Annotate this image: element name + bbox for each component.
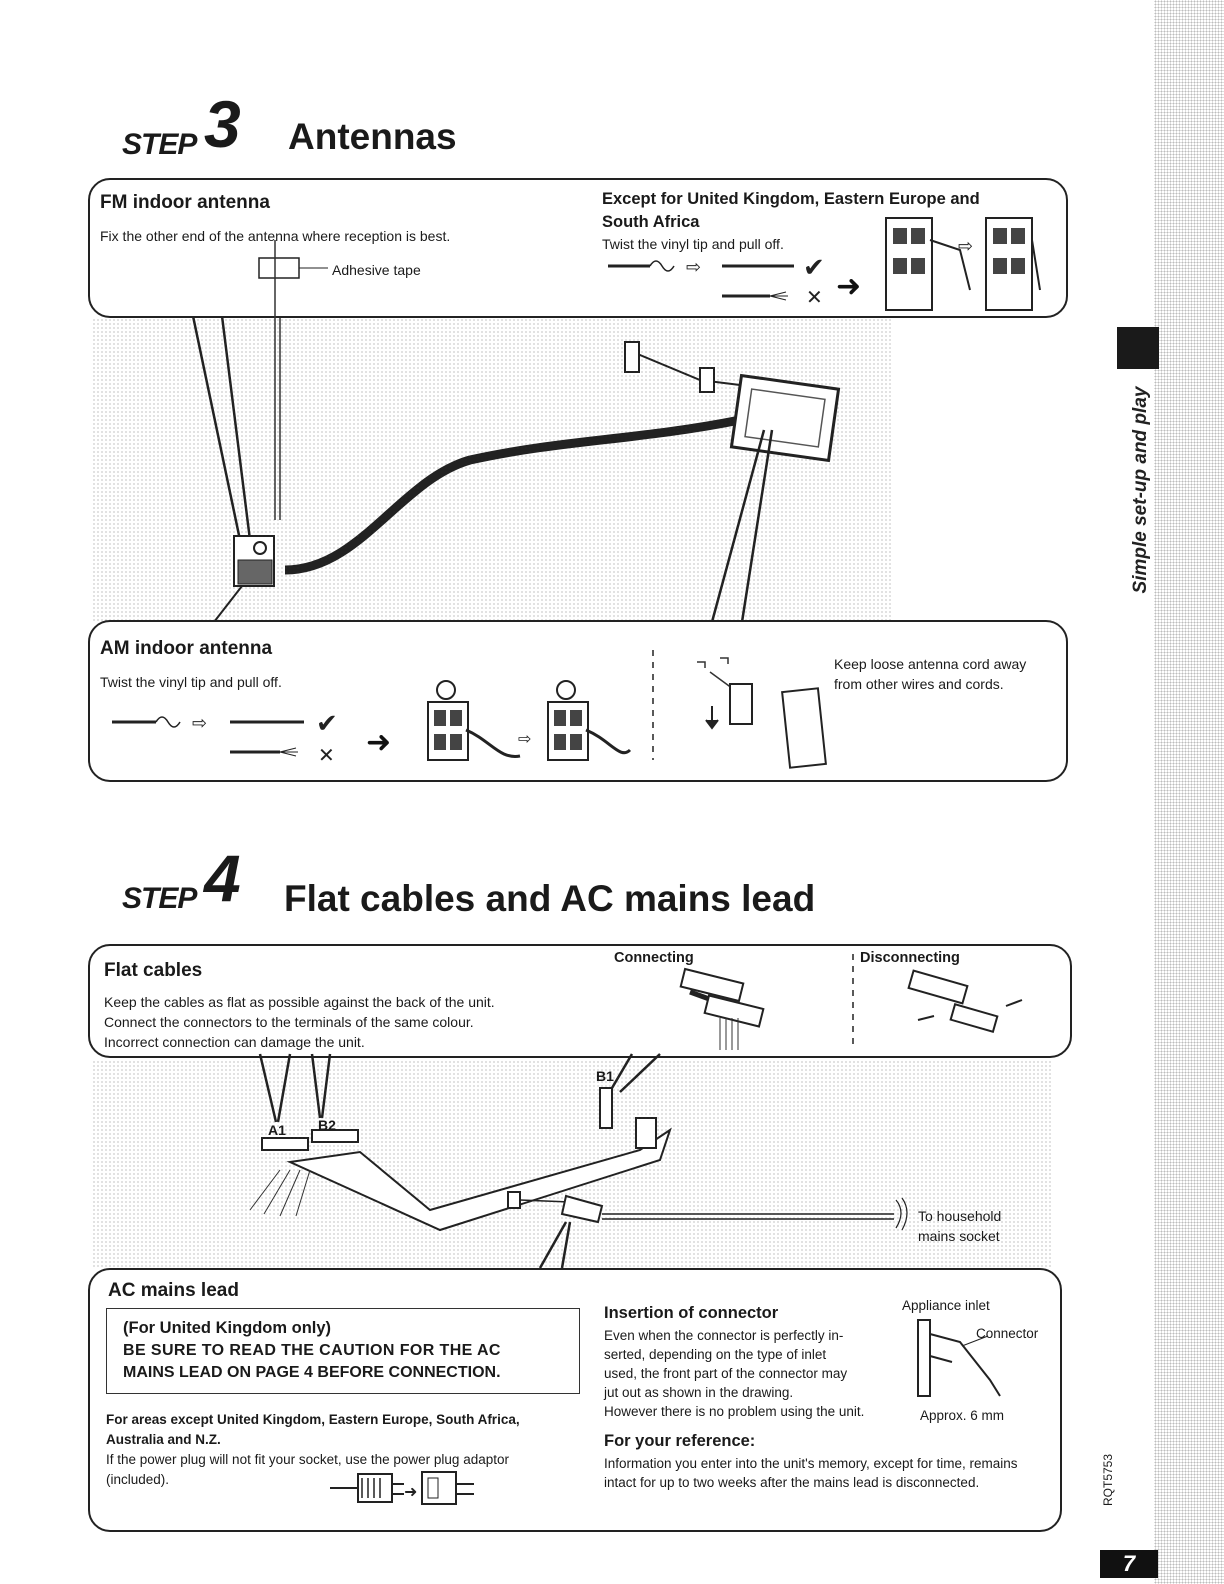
step4-title: Flat cables and AC mains lead xyxy=(284,878,816,919)
adhesive-tape-label: Adhesive tape xyxy=(332,262,421,278)
step3-word: STEP xyxy=(122,128,197,161)
step3-number: 3 xyxy=(204,87,241,161)
uk-caution-box: (For United Kingdom only) BE SURE TO REA… xyxy=(106,1308,580,1394)
reference-line-2: intact for up to two weeks after the mai… xyxy=(604,1475,980,1490)
approx-6mm-label: Approx. 6 mm xyxy=(920,1408,1005,1423)
step3-heading: STEP 3 Antennas xyxy=(122,87,622,168)
svg-text:✔: ✔ xyxy=(803,253,825,283)
uk-only-label: (For United Kingdom only) xyxy=(123,1319,332,1337)
insertion-line-1: Even when the connector is perfectly in- xyxy=(604,1328,844,1343)
svg-text:✕: ✕ xyxy=(318,743,335,767)
insertion-title: Insertion of connector xyxy=(604,1304,779,1322)
adaptor-line-2: (included). xyxy=(106,1472,170,1487)
fm-antenna-title: FM indoor antenna xyxy=(100,192,270,213)
connecting-label: Connecting xyxy=(614,950,694,966)
flat-cables-title: Flat cables xyxy=(104,960,203,981)
adaptor-line-1: If the power plug will not fit your sock… xyxy=(106,1452,509,1467)
except-regions-title-2: South Africa xyxy=(602,213,700,231)
disconnecting-label: Disconnecting xyxy=(860,950,960,966)
section-tab-marker xyxy=(1117,327,1159,369)
insertion-line-5: However there is no problem using the un… xyxy=(604,1404,865,1419)
caution-line-1: BE SURE TO READ THE CAUTION FOR THE AC xyxy=(123,1342,501,1359)
am-antenna-instruction: Twist the vinyl tip and pull off. xyxy=(100,674,282,690)
appliance-inlet-label: Appliance inlet xyxy=(902,1298,990,1313)
side-shading xyxy=(1154,0,1224,1584)
svg-text:✔: ✔ xyxy=(316,709,338,739)
am-antenna-note-2: from other wires and cords. xyxy=(834,676,1004,692)
household-socket-line-2: mains socket xyxy=(918,1228,1000,1244)
page-number: 7 xyxy=(1100,1550,1158,1578)
insertion-line-2: serted, depending on the type of inlet xyxy=(604,1347,827,1362)
svg-text:⇨: ⇨ xyxy=(958,236,973,257)
connector-b2-label: B2 xyxy=(318,1117,336,1133)
flat-cables-line-3: Incorrect connection can damage the unit… xyxy=(104,1034,365,1050)
reference-line-1: Information you enter into the unit's me… xyxy=(604,1456,1018,1471)
step3-title: Antennas xyxy=(288,116,457,157)
except-regions-title-1: Except for United Kingdom, Eastern Europ… xyxy=(602,190,980,208)
step4-number: 4 xyxy=(204,841,241,915)
svg-text:✕: ✕ xyxy=(806,285,823,309)
am-antenna-note-1: Keep loose antenna cord away xyxy=(834,656,1027,672)
except-regions-instruction: Twist the vinyl tip and pull off. xyxy=(602,236,784,252)
flat-cables-box: Flat cables Keep the cables as flat as p… xyxy=(88,944,1072,1058)
household-socket-line-1: To household xyxy=(918,1208,1002,1224)
svg-text:➜: ➜ xyxy=(836,269,861,304)
areas-line-1: For areas except United Kingdom, Eastern… xyxy=(106,1412,520,1427)
svg-text:➜: ➜ xyxy=(404,1482,417,1501)
insertion-line-3: used, the front part of the connector ma… xyxy=(604,1366,848,1381)
svg-text:⇨: ⇨ xyxy=(192,713,207,734)
svg-text:➜: ➜ xyxy=(366,725,391,760)
connector-a1-label: A1 xyxy=(268,1122,286,1138)
svg-text:⇨: ⇨ xyxy=(518,729,531,748)
ac-mains-lead-box: AC mains lead (For United Kingdom only) … xyxy=(88,1268,1062,1532)
connector-label: Connector xyxy=(976,1326,1039,1341)
ac-mains-lead-title: AC mains lead xyxy=(108,1280,239,1301)
flat-cables-line-1: Keep the cables as flat as possible agai… xyxy=(104,994,495,1010)
fm-antenna-instruction: Fix the other end of the antenna where r… xyxy=(100,228,451,244)
flat-cables-line-2: Connect the connectors to the terminals … xyxy=(104,1014,474,1030)
svg-text:⇨: ⇨ xyxy=(686,257,701,278)
insertion-line-4: jut out as shown in the drawing. xyxy=(604,1385,794,1400)
flat-cable-illustration-shading xyxy=(92,1060,1052,1268)
connector-b1-label: B1 xyxy=(596,1068,614,1084)
areas-line-2: Australia and N.Z. xyxy=(106,1432,221,1447)
caution-line-2: MAINS LEAD ON PAGE 4 BEFORE CONNECTION. xyxy=(123,1364,501,1381)
step4-heading: STEP 4 Flat cables and AC mains lead xyxy=(122,841,822,928)
am-antenna-title: AM indoor antenna xyxy=(100,638,273,659)
step4-word: STEP xyxy=(122,882,197,915)
reference-title: For your reference: xyxy=(604,1432,756,1450)
